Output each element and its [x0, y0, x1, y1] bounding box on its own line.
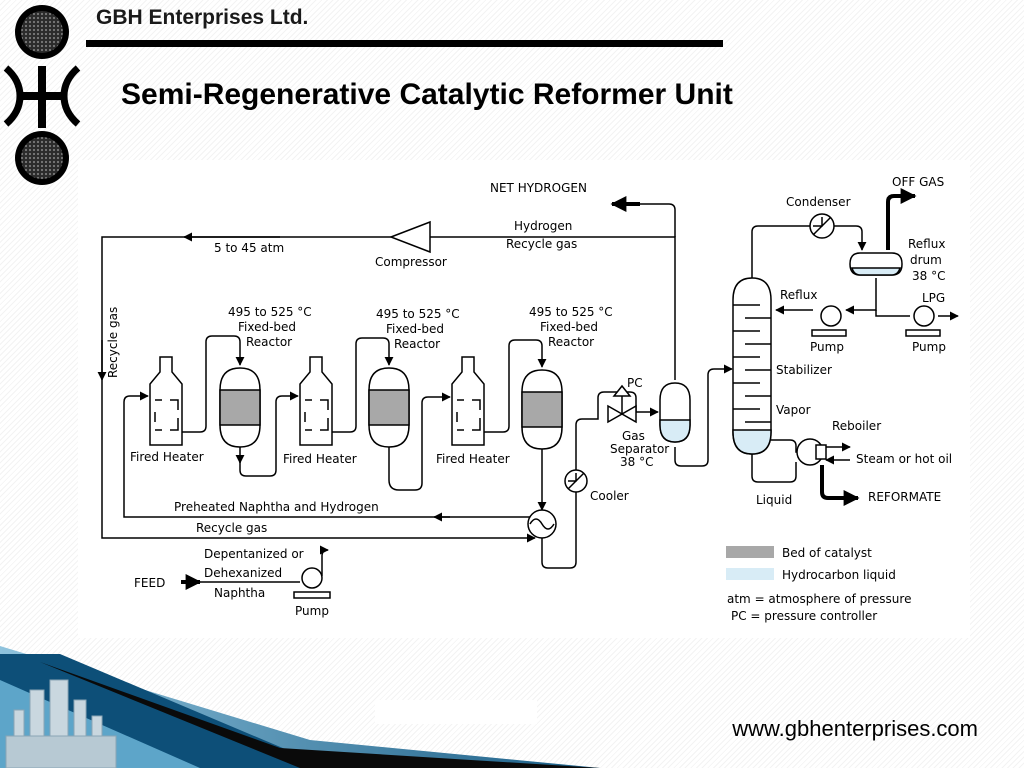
pressure-controller-valve [607, 384, 637, 424]
reflux-label: Reflux [780, 288, 817, 302]
reactor-3-type: Fixed-bed [540, 320, 598, 334]
off-gas-label: OFF GAS [892, 175, 944, 189]
net-hydrogen-line [610, 196, 676, 237]
pressure-range-label: 5 to 45 atm [214, 241, 284, 255]
blank-box [375, 700, 537, 724]
condenser [809, 213, 835, 239]
legend-atm-note: atm = atmosphere of pressure [727, 592, 911, 606]
feed-desc-1: Depentanized or [204, 547, 304, 561]
feed-pump-shape [293, 567, 331, 599]
reactor-1 [219, 367, 261, 448]
lpg-pump-shape [905, 305, 941, 337]
gas-separator-label-2: Separator [610, 442, 669, 456]
cooler [564, 469, 588, 493]
refinery-silhouette [5, 679, 117, 768]
reflux-drum-label-3: 38 °C [912, 269, 945, 283]
steam-label: Steam or hot oil [856, 452, 952, 466]
reactor-1-name: Reactor [246, 335, 292, 349]
heat-exchanger [527, 509, 557, 539]
footer-url[interactable]: www.gbhenterprises.com [732, 716, 978, 741]
fired-heater-2 [299, 356, 333, 446]
reflux-drum-label-1: Reflux [908, 237, 945, 251]
lpg-pump-label: Pump [912, 340, 946, 354]
reactor-2-temp: 495 to 525 °C [376, 307, 460, 321]
legend-pc-note: PC = pressure controller [731, 609, 877, 623]
gas-separator [659, 382, 691, 443]
company-name: GBH Enterprises Ltd. [96, 6, 309, 29]
cooler-label: Cooler [590, 489, 629, 503]
fired-heater-3-label: Fired Heater [436, 452, 510, 466]
reactor-2 [368, 367, 410, 448]
gas-separator-label-3: 38 °C [620, 455, 653, 469]
reactor-1-temp: 495 to 525 °C [228, 305, 312, 319]
compressor [388, 220, 431, 254]
liquid-label: Liquid [756, 493, 792, 507]
gas-separator-label-1: Gas [622, 429, 645, 443]
page-title: Semi-Regenerative Catalytic Reformer Uni… [121, 78, 733, 111]
reactor-3-temp: 495 to 525 °C [529, 305, 613, 319]
preheated-label: Preheated Naphtha and Hydrogen [174, 500, 379, 514]
feed-pump-label: Pump [295, 604, 329, 618]
reflux-drum [849, 252, 903, 276]
reflux-pump-label: Pump [810, 340, 844, 354]
lpg-label: LPG [922, 291, 945, 305]
feed-desc-3: Naphtha [214, 586, 265, 600]
condenser-label: Condenser [786, 195, 851, 209]
fired-heater-1 [149, 356, 183, 446]
fired-heater-1-label: Fired Heater [130, 450, 204, 464]
legend-hydrocarbon-label: Hydrocarbon liquid [782, 568, 896, 582]
pc-label: PC [627, 376, 643, 390]
legend-catalyst-swatch [726, 546, 774, 558]
legend-catalyst-label: Bed of catalyst [782, 546, 872, 560]
feed-desc-2: Dehexanized [204, 566, 282, 580]
reflux-pump-shape [811, 305, 847, 337]
recycle-gas-vertical-label: Recycle gas [106, 307, 120, 378]
footer-decoration [0, 646, 600, 768]
reboiler-label: Reboiler [832, 419, 881, 433]
legend-hydrocarbon-swatch [726, 568, 774, 580]
vapor-label: Vapor [776, 403, 811, 417]
reformate-label: REFORMATE [868, 490, 941, 504]
stabilizer-column [732, 277, 772, 455]
fired-heater-2-label: Fired Heater [283, 452, 357, 466]
fired-heater-3 [451, 356, 485, 446]
reboiler [751, 438, 860, 506]
stabilizer-label: Stabilizer [776, 363, 832, 377]
recycle-gas-top-label: Recycle gas [506, 237, 577, 251]
reactor-2-name: Reactor [394, 337, 440, 351]
hydrogen-label: Hydrogen [514, 219, 572, 233]
title-rule [86, 40, 723, 47]
reactor-2-type: Fixed-bed [386, 322, 444, 336]
reactor-3 [521, 369, 563, 450]
compressor-label: Compressor [375, 255, 447, 269]
feed-label: FEED [134, 576, 165, 590]
company-logo [3, 5, 81, 185]
net-hydrogen-label: NET HYDROGEN [490, 181, 587, 195]
recycle-gas-bottom-label: Recycle gas [196, 521, 267, 535]
process-lines [123, 335, 733, 590]
reflux-drum-label-2: drum [910, 253, 942, 267]
reactor-3-name: Reactor [548, 335, 594, 349]
overhead-lines [751, 188, 959, 321]
reactor-1-type: Fixed-bed [238, 320, 296, 334]
